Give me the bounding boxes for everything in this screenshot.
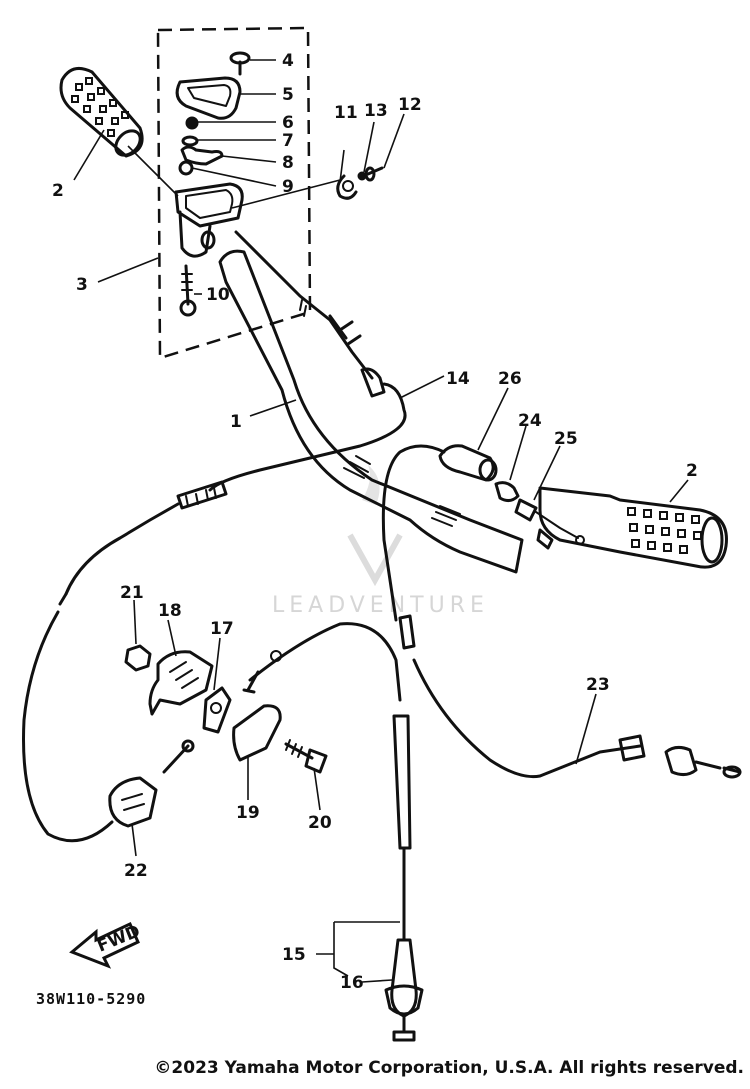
label-part-17: 17 <box>210 619 234 639</box>
label-part-6: 6 <box>282 113 294 133</box>
copyright-notice: ©2023 Yamaha Motor Corporation, U.S.A. A… <box>154 1058 744 1078</box>
label-part-10: 10 <box>206 285 230 305</box>
watermark: LEADVENTURE <box>272 465 489 618</box>
lever-parts <box>108 644 328 828</box>
label-part-16: 16 <box>340 973 364 993</box>
fwd-arrow-icon: FWD <box>69 921 143 969</box>
label-part-3: 3 <box>76 275 88 295</box>
label-part-5: 5 <box>282 85 294 105</box>
part-labels: 1 2 2 3 4 5 6 7 8 9 10 11 12 13 14 15 16… <box>52 51 698 993</box>
throttle-parts <box>438 444 585 545</box>
diagram-code: 38W110-5290 <box>36 990 146 1008</box>
label-part-12: 12 <box>398 95 422 115</box>
label-part-15: 15 <box>282 945 306 965</box>
label-part-26: 26 <box>498 369 522 389</box>
label-part-14: 14 <box>446 369 470 389</box>
label-part-9: 9 <box>282 177 294 197</box>
clamp-screw-group <box>231 166 384 209</box>
label-part-1: 1 <box>230 412 242 432</box>
label-part-22: 22 <box>124 861 148 881</box>
switch-assembly-box <box>156 26 312 360</box>
label-part-23: 23 <box>586 675 610 695</box>
right-grip <box>536 486 728 569</box>
label-part-4: 4 <box>282 51 294 71</box>
label-part-8: 8 <box>282 153 294 173</box>
label-part-20: 20 <box>308 813 332 833</box>
label-part-7: 7 <box>282 131 294 151</box>
label-part-2-left: 2 <box>52 181 64 201</box>
label-part-18: 18 <box>158 601 182 621</box>
switch-parts <box>174 51 251 317</box>
cables <box>22 230 742 1042</box>
label-part-19: 19 <box>236 803 260 823</box>
handlebar <box>218 249 524 574</box>
label-part-2-right: 2 <box>686 461 698 481</box>
label-part-25: 25 <box>554 429 578 449</box>
label-part-21: 21 <box>120 583 144 603</box>
left-grip <box>59 66 144 158</box>
leader-lines <box>73 59 689 983</box>
label-part-24: 24 <box>518 411 542 431</box>
watermark-text: LEADVENTURE <box>272 593 489 618</box>
label-part-13: 13 <box>364 101 388 121</box>
label-part-11: 11 <box>334 103 358 123</box>
